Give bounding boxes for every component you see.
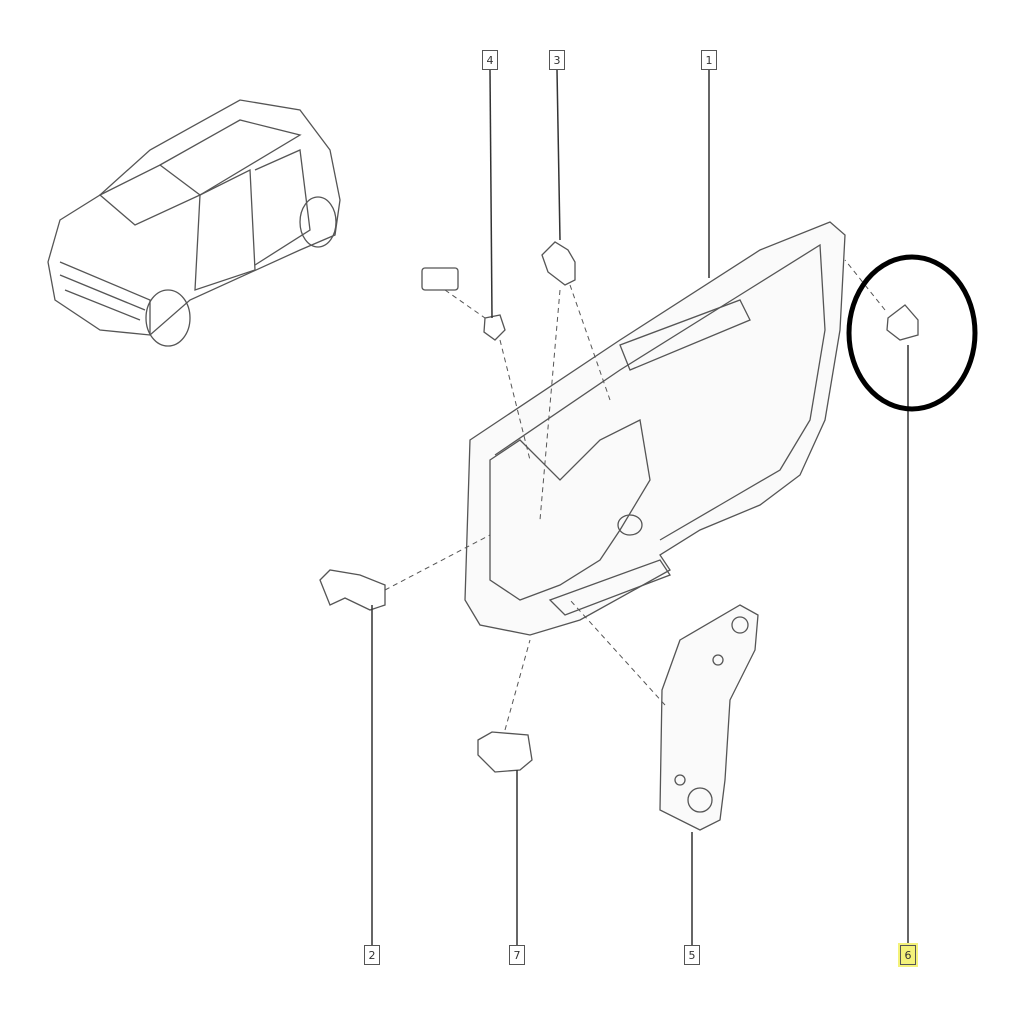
gasket-part [421,267,459,291]
vehicle-illustration [47,99,341,347]
callout-7[interactable]: 7 [509,945,525,965]
callout-2[interactable]: 2 [364,945,380,965]
callout-3[interactable]: 3 [549,50,565,70]
reinforcement-part-5 [659,604,759,831]
screw-part-3 [541,241,576,286]
callout-1[interactable]: 1 [701,50,717,70]
highlight-circle [846,254,978,412]
callout-5[interactable]: 5 [684,945,700,965]
bumper-part-6 [886,304,919,341]
handle-part-7 [477,731,533,773]
door-panel [464,221,846,636]
callout-6-selected[interactable]: 6 [900,945,916,965]
clip-part-4 [483,314,506,341]
callout-4[interactable]: 4 [482,50,498,70]
bracket-part-2 [319,569,386,611]
